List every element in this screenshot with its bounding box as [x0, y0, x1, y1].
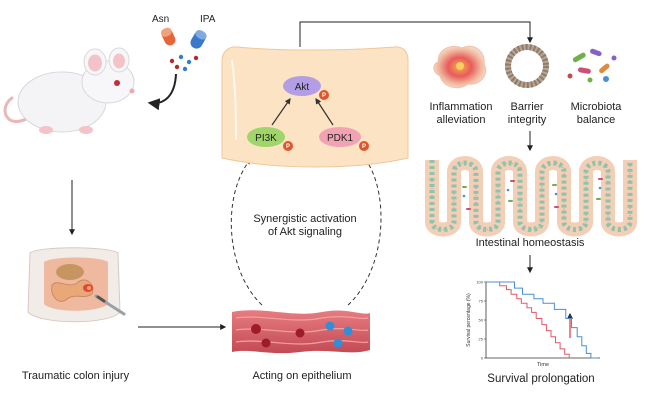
- pdk1-phospho-icon: [359, 141, 369, 151]
- microbiota-label-line1: Microbiota: [570, 101, 622, 113]
- cell-body: [221, 46, 409, 168]
- cell-membrane-highlight: [231, 59, 237, 141]
- microbiota-icon: [567, 48, 617, 83]
- arrow-pi3k-to-akt: [271, 98, 291, 126]
- pdk1-phospho-label: P: [362, 144, 366, 150]
- injury-label: Traumatic colon injury: [21, 370, 130, 382]
- survival-curve-1: [486, 281, 598, 359]
- pdk1-label: PDK1: [327, 133, 354, 144]
- synergy-label: Synergistic activation of Akt signaling: [230, 213, 380, 239]
- survival-curve-0: [486, 281, 570, 358]
- dashed-arc-right: [347, 159, 382, 306]
- mouse-illustration: [3, 47, 135, 134]
- barrier-label-line1: Barrier: [510, 101, 544, 113]
- epithelium-label: Acting on epithelium: [252, 370, 352, 382]
- arrow-pdk1-to-akt: [315, 97, 334, 126]
- chart-y-tick-label: 50: [479, 318, 484, 323]
- pi3k-label: PI3K: [255, 133, 277, 144]
- compound-dots: [169, 54, 199, 72]
- akt-node: [283, 76, 321, 96]
- synergy-label-line2: of Akt signaling: [268, 226, 342, 238]
- barrier-label-line2: integrity: [507, 114, 547, 126]
- akt-phospho-label: P: [322, 93, 326, 99]
- dosing-arrow: [147, 73, 177, 111]
- chart-y-tick-label: 25: [479, 337, 484, 342]
- intestine-villi: [425, 156, 637, 237]
- arrow-cell-to-effects: [299, 21, 533, 47]
- pi3k-phospho-icon: [283, 141, 293, 151]
- synergy-label-line1: Synergistic activation: [253, 213, 357, 225]
- pdk1-node: [319, 127, 361, 147]
- inflammation-label-line1: Inflammation: [429, 101, 493, 113]
- chart-y-tick-label: 0: [481, 356, 484, 361]
- barrier-icon: [505, 44, 549, 88]
- chart-x-axis-label: Time: [537, 362, 549, 368]
- pi3k-phospho-label: P: [286, 144, 290, 150]
- ipa-label: IPA: [200, 14, 216, 25]
- abdomen-illustration: [27, 247, 126, 323]
- akt-phospho-icon: [319, 90, 329, 100]
- survival-chart: Survival percentage (%) Time 100 75 50 25 0: [466, 280, 600, 368]
- akt-label: Akt: [295, 82, 310, 93]
- chart-y-tick-label: 100: [476, 280, 483, 285]
- microbiota-label: Microbiota balance: [560, 101, 632, 127]
- barrier-label: Barrier integrity: [498, 101, 556, 127]
- asn-label: Asn: [152, 14, 169, 25]
- chart-y-tick-label: 75: [479, 299, 484, 304]
- asn-capsule-icon: [160, 27, 176, 46]
- inflammation-label: Inflammation alleviation: [424, 101, 498, 127]
- ipa-capsule-icon: [190, 30, 207, 49]
- dashed-arc-left: [230, 159, 263, 306]
- microbiota-label-line2: balance: [576, 114, 616, 126]
- pi3k-node: [247, 127, 285, 147]
- homeostasis-label: Intestinal homeostasis: [475, 237, 585, 249]
- inflammation-label-line2: alleviation: [436, 114, 486, 126]
- survival-label: Survival prolongation: [487, 373, 595, 385]
- inflammation-icon: [433, 45, 487, 89]
- chart-y-axis-label: Survival percentage (%): [466, 293, 472, 347]
- epithelium-tissue: [232, 310, 370, 354]
